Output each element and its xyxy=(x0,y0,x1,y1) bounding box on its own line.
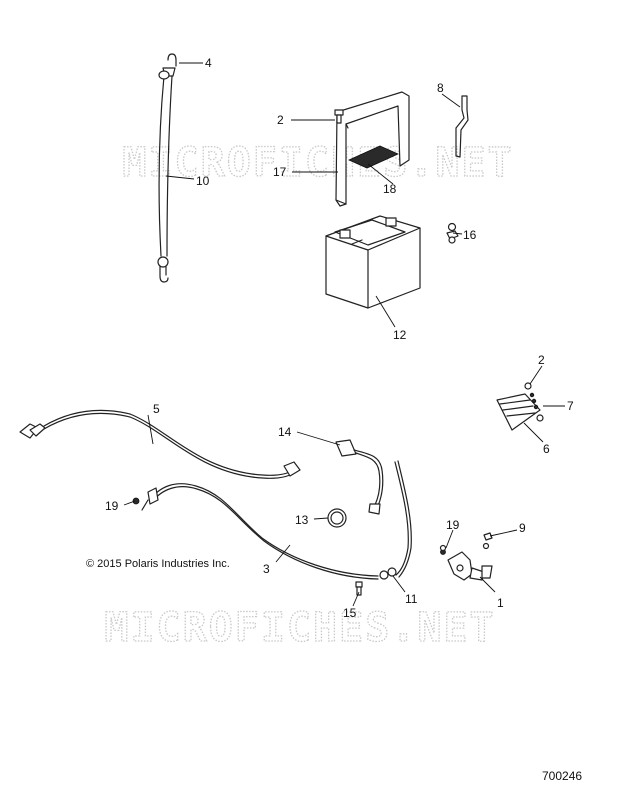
part-pad xyxy=(348,145,399,169)
callout-7: 7 xyxy=(567,399,574,413)
callout-11: 11 xyxy=(405,592,418,606)
callout-4: 4 xyxy=(205,56,212,70)
callout-5: 5 xyxy=(153,402,160,416)
callout-1: 1 xyxy=(497,596,504,610)
callout-15: 15 xyxy=(343,606,357,620)
part-fasteners xyxy=(446,222,459,244)
part-clamp xyxy=(327,508,347,528)
part-bolt-top xyxy=(334,109,344,124)
callout-19-right: 19 xyxy=(446,518,460,532)
callout-6: 6 xyxy=(543,442,550,456)
callout-16: 16 xyxy=(463,228,477,242)
callout-2-top: 2 xyxy=(277,113,284,127)
part-bracket xyxy=(335,91,410,207)
callout-18: 18 xyxy=(383,182,397,196)
callout-19-left: 19 xyxy=(105,499,119,513)
callout-9: 9 xyxy=(519,521,526,535)
callout-13: 13 xyxy=(295,513,309,527)
diagram-code: 700246 xyxy=(542,769,582,783)
copyright-text: © 2015 Polaris Industries Inc. xyxy=(86,558,230,570)
part-terminal-block xyxy=(496,382,544,431)
part-cable-14 xyxy=(335,439,384,515)
part-strap xyxy=(157,53,177,283)
part-cable-11 xyxy=(379,460,412,580)
callout-17: 17 xyxy=(273,165,287,179)
part-small-fasteners xyxy=(132,497,493,596)
part-connector xyxy=(447,551,493,581)
watermark-top: MICROFICHES.NET xyxy=(122,140,513,186)
leader-lines xyxy=(123,62,565,607)
callout-10: 10 xyxy=(196,174,210,188)
watermark-bottom: MICROFICHES.NET xyxy=(104,605,495,651)
callout-14: 14 xyxy=(278,425,292,439)
part-clip xyxy=(455,95,469,158)
callout-3: 3 xyxy=(263,562,270,576)
callout-8: 8 xyxy=(437,81,444,95)
part-harness-5 xyxy=(19,409,301,479)
part-harness-3 xyxy=(141,483,379,580)
part-battery xyxy=(325,215,421,309)
callout-12: 12 xyxy=(393,328,407,342)
callout-2-right: 2 xyxy=(538,353,545,367)
